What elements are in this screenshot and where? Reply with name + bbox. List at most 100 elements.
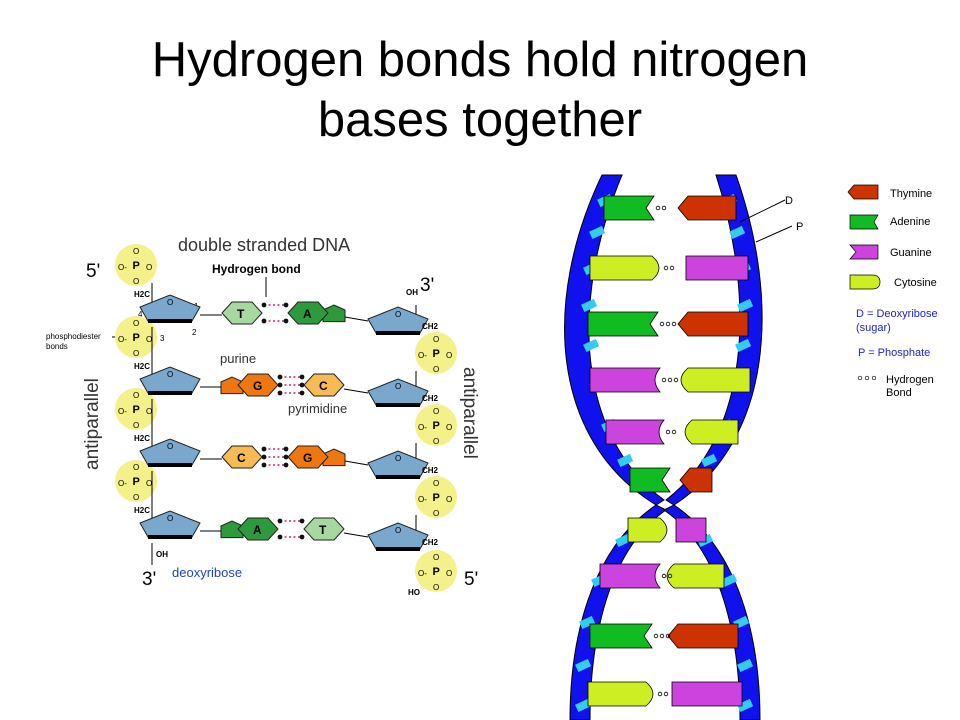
ring-oxygen-label: O [395, 454, 401, 463]
deoxyribose-sugar: O [139, 438, 201, 467]
hydrogen-bond-icon [661, 377, 679, 383]
ring-oxygen-label: O [167, 514, 173, 523]
deoxyribose-sugar: O [367, 522, 429, 551]
end-label-3-bottom: 3' [142, 569, 156, 590]
base-cytosine [627, 517, 668, 543]
helix-label-d: D [785, 195, 793, 207]
oxygen-label: O [433, 509, 439, 518]
carbon-number-4: 4 [138, 310, 143, 319]
oxygen-label: O [133, 493, 139, 502]
ring-oxygen-label: O [167, 298, 173, 307]
cytosine-swatch [849, 274, 881, 290]
base-guanine [671, 681, 743, 707]
oxygen-label: O [433, 583, 439, 592]
oxygen-label: O [446, 351, 452, 360]
oxygen-label: O- [118, 479, 127, 488]
ring-oxygen-label: O [395, 310, 401, 319]
hydrogen-bond-dots [261, 302, 289, 324]
sugar-tab [617, 453, 634, 468]
base-thymine [679, 467, 713, 493]
title-line-2: bases together [317, 93, 643, 147]
legend-phosphate: P = Phosphate [858, 347, 930, 359]
end-label-3-top: 3' [420, 275, 434, 296]
legend: Thymine Adenine Guanine Cytosine D = Deo… [847, 184, 938, 399]
oxygen-label: O- [118, 335, 127, 344]
base-thymine [667, 623, 739, 649]
sugar-tab [737, 298, 754, 313]
oxygen-label: O [133, 391, 139, 400]
base-cytosine [587, 681, 654, 707]
oxygen-label: O [433, 553, 439, 562]
legend-hydrogen-line2: Bond [886, 387, 912, 399]
oxygen-label: O [146, 407, 152, 416]
h2c-label: H2C [134, 362, 150, 371]
sugar-tab [579, 615, 596, 630]
oxygen-label: O [433, 407, 439, 416]
sugar-tab [575, 698, 592, 713]
deoxyribose-sugar: O [367, 450, 429, 479]
base-thymine [677, 311, 749, 337]
deoxyribose-sugar: O [139, 510, 201, 539]
end-label-5-top: 5' [86, 261, 100, 282]
oxygen-label: O [133, 463, 139, 472]
legend-label-thymine: Thymine [890, 188, 932, 200]
base-guanine: G [220, 373, 279, 397]
oxygen-label: O [446, 495, 452, 504]
legend-label-adenine: Adenine [890, 216, 930, 228]
deoxyribose-sugar: O [367, 306, 429, 335]
oxygen-label: O- [118, 407, 127, 416]
oxygen-label: O [433, 335, 439, 344]
phosphorus-label: P [133, 332, 140, 344]
legend-label-guanine: Guanine [890, 247, 932, 259]
adenine-swatch [849, 214, 879, 230]
helix-backbone-lower [569, 504, 761, 720]
sugar-tab [581, 298, 598, 313]
hydrogen-bond-icon [665, 429, 677, 435]
phosphodiester-label-line1: phosphodiester [46, 332, 101, 341]
base-adenine [629, 467, 671, 493]
sugar-tab [589, 225, 606, 240]
deoxyribose-sugar: O [367, 378, 429, 407]
hydrogen-bond-icon [857, 375, 877, 381]
phosphorus-label: P [433, 420, 440, 432]
phosphorus-label: P [433, 348, 440, 360]
hydroxyl-label: OH [406, 288, 418, 297]
diagram-heading: double stranded DNA [178, 235, 350, 255]
hydrogen-bond-icon [663, 265, 675, 271]
hydrogen-bond-dots [261, 446, 289, 468]
base-cytosine [684, 419, 739, 445]
base-letter-right: T [319, 523, 327, 537]
base-guanine [605, 419, 665, 445]
hydrogen-bond-dots [277, 374, 305, 396]
sugar-tab [721, 573, 738, 588]
base-letter-right: C [319, 379, 328, 393]
title-line-1: Hydrogen bonds hold nitrogen [151, 33, 809, 87]
hydrogen-bond-icon [657, 691, 669, 697]
hydrogen-bond-label: Hydrogen bond [212, 262, 301, 276]
carbon-number-3: 3 [160, 334, 165, 343]
oxygen-label: O [146, 335, 152, 344]
carbon-number-2: 2 [192, 328, 197, 337]
phosphorus-label: P [133, 260, 140, 272]
base-thymine [677, 195, 737, 221]
ring-oxygen-label: O [395, 382, 401, 391]
double-stranded-dna-diagram: double stranded DNA Hydrogen bond 5' 3' … [46, 235, 480, 597]
h2c-label: H2C [134, 290, 150, 299]
base-cytosine [589, 255, 660, 281]
ring-oxygen-label: O [167, 370, 173, 379]
sugar-tab [615, 533, 632, 548]
deoxyribose-label: deoxyribose [172, 565, 242, 580]
phosphodiester-label-line2: bonds [46, 342, 68, 351]
base-guanine [589, 367, 661, 393]
oxygen-label: O [446, 423, 452, 432]
deoxyribose-sugar: O [139, 366, 201, 395]
oxygen-label: O- [418, 351, 427, 360]
oxygen-label: O [433, 437, 439, 446]
sugar-tab [729, 225, 746, 240]
phosphorus-label: P [133, 404, 140, 416]
